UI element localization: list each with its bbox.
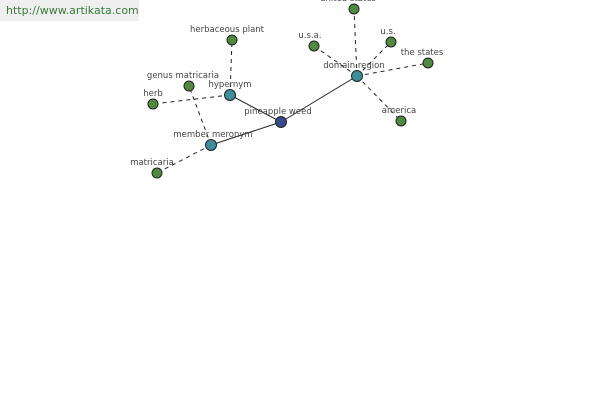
label-the-states[interactable]: the states: [401, 48, 444, 58]
label-herbaceous-plant[interactable]: herbaceous plant: [190, 25, 265, 35]
label-hypernym[interactable]: hypernym: [208, 80, 251, 90]
node-herbaceous-plant[interactable]: [226, 34, 238, 46]
node-us[interactable]: [385, 36, 397, 48]
label-usa[interactable]: u.s.a.: [298, 31, 321, 41]
label-united-states[interactable]: united states: [320, 0, 376, 4]
label-member-meronym[interactable]: member meronym: [173, 130, 252, 140]
edge-domain-region-to-america: [356, 75, 402, 122]
label-america[interactable]: america: [382, 106, 416, 116]
edge-center-to-member-meronym: [210, 121, 282, 146]
node-the-states[interactable]: [422, 57, 434, 69]
edge-member-meronym-to-genus-matricaria: [188, 85, 212, 146]
node-hypernym[interactable]: [224, 89, 236, 101]
edge-center-to-domain-region: [280, 75, 358, 123]
edge-center-to-hypernym: [229, 94, 282, 123]
graph-nodes: [147, 3, 434, 179]
edge-hypernym-to-herb: [152, 94, 231, 105]
label-us[interactable]: u.s.: [380, 27, 395, 37]
edge-member-meronym-to-matricaria: [156, 144, 212, 174]
edge-domain-region-to-usa: [313, 45, 358, 77]
label-domain-region[interactable]: domain region: [323, 61, 384, 71]
node-america[interactable]: [395, 115, 407, 127]
graph-labels: pineapple weed hypernym domain region membe…: [130, 0, 444, 168]
graph-edges: [152, 8, 429, 174]
node-matricaria[interactable]: [151, 167, 163, 179]
node-center[interactable]: [275, 116, 287, 128]
edge-domain-region-to-us: [356, 41, 392, 77]
label-center[interactable]: pineapple weed: [244, 107, 311, 117]
node-member-meronym[interactable]: [205, 139, 217, 151]
site-url-banner[interactable]: http://www.artikata.com: [0, 0, 139, 21]
node-usa[interactable]: [308, 40, 320, 52]
node-herb[interactable]: [147, 98, 159, 110]
node-domain-region[interactable]: [351, 70, 363, 82]
label-genus-matricaria[interactable]: genus matricaria: [147, 71, 219, 81]
edge-hypernym-to-herbaceous-plant: [229, 39, 233, 96]
node-genus-matricaria[interactable]: [183, 80, 195, 92]
label-matricaria[interactable]: matricaria: [130, 158, 174, 168]
node-united-states[interactable]: [348, 3, 360, 15]
edge-domain-region-to-united-states: [353, 8, 358, 77]
label-herb[interactable]: herb: [143, 89, 163, 99]
